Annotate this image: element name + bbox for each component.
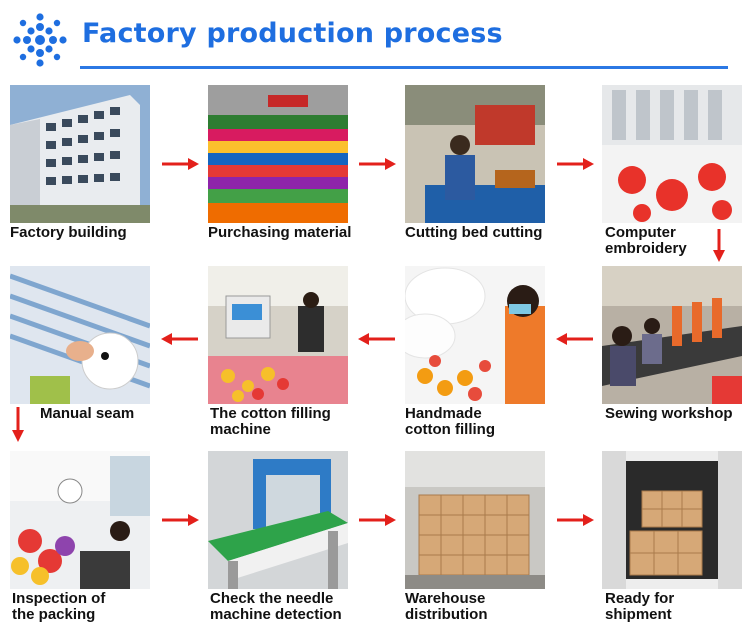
handmade-cotton-filling-photo bbox=[405, 266, 545, 404]
arrow-left-icon bbox=[556, 333, 593, 345]
arrow-right-icon bbox=[162, 158, 199, 170]
cutting-bed-photo bbox=[405, 85, 545, 223]
arrow-down-icon bbox=[12, 407, 24, 442]
arrow-right-icon bbox=[557, 514, 594, 526]
step-label: Check the needle machine detection bbox=[210, 590, 342, 623]
step-label: Inspection of the packing bbox=[12, 590, 106, 623]
sewing-workshop-photo bbox=[602, 266, 742, 404]
arrow-right-icon bbox=[359, 158, 396, 170]
warehouse-distribution-photo bbox=[405, 451, 545, 589]
step-label: Handmade cotton filling bbox=[405, 405, 495, 438]
step-label: Computer embroidery bbox=[605, 224, 687, 257]
arrow-right-icon bbox=[557, 158, 594, 170]
step-label: Warehouse distribution bbox=[405, 590, 488, 623]
step-label: Purchasing material bbox=[208, 224, 352, 241]
header: Factory production process bbox=[0, 0, 750, 76]
arrow-left-icon bbox=[358, 333, 395, 345]
page-title: Factory production process bbox=[82, 18, 503, 49]
title-underline bbox=[80, 66, 728, 69]
step-label: Cutting bed cutting bbox=[405, 224, 543, 241]
step-label: Manual seam bbox=[40, 405, 135, 422]
manual-seam-photo bbox=[10, 266, 150, 404]
inspection-packing-photo bbox=[10, 451, 150, 589]
cotton-filling-machine-photo bbox=[208, 266, 348, 404]
computer-embroidery-photo bbox=[602, 85, 742, 223]
snowflake-dot-icon bbox=[13, 13, 67, 67]
arrow-left-icon bbox=[161, 333, 198, 345]
arrow-right-icon bbox=[359, 514, 396, 526]
needle-detection-photo bbox=[208, 451, 348, 589]
step-label: Sewing workshop bbox=[605, 405, 733, 422]
arrow-right-icon bbox=[162, 514, 199, 526]
arrow-down-icon bbox=[713, 229, 725, 262]
step-label: Ready for shipment bbox=[605, 590, 675, 623]
step-label: Factory building bbox=[10, 224, 127, 241]
factory-building-photo bbox=[10, 85, 150, 223]
purchasing-material-photo bbox=[208, 85, 348, 223]
step-label: The cotton filling machine bbox=[210, 405, 331, 438]
ready-for-shipment-photo bbox=[602, 451, 742, 589]
